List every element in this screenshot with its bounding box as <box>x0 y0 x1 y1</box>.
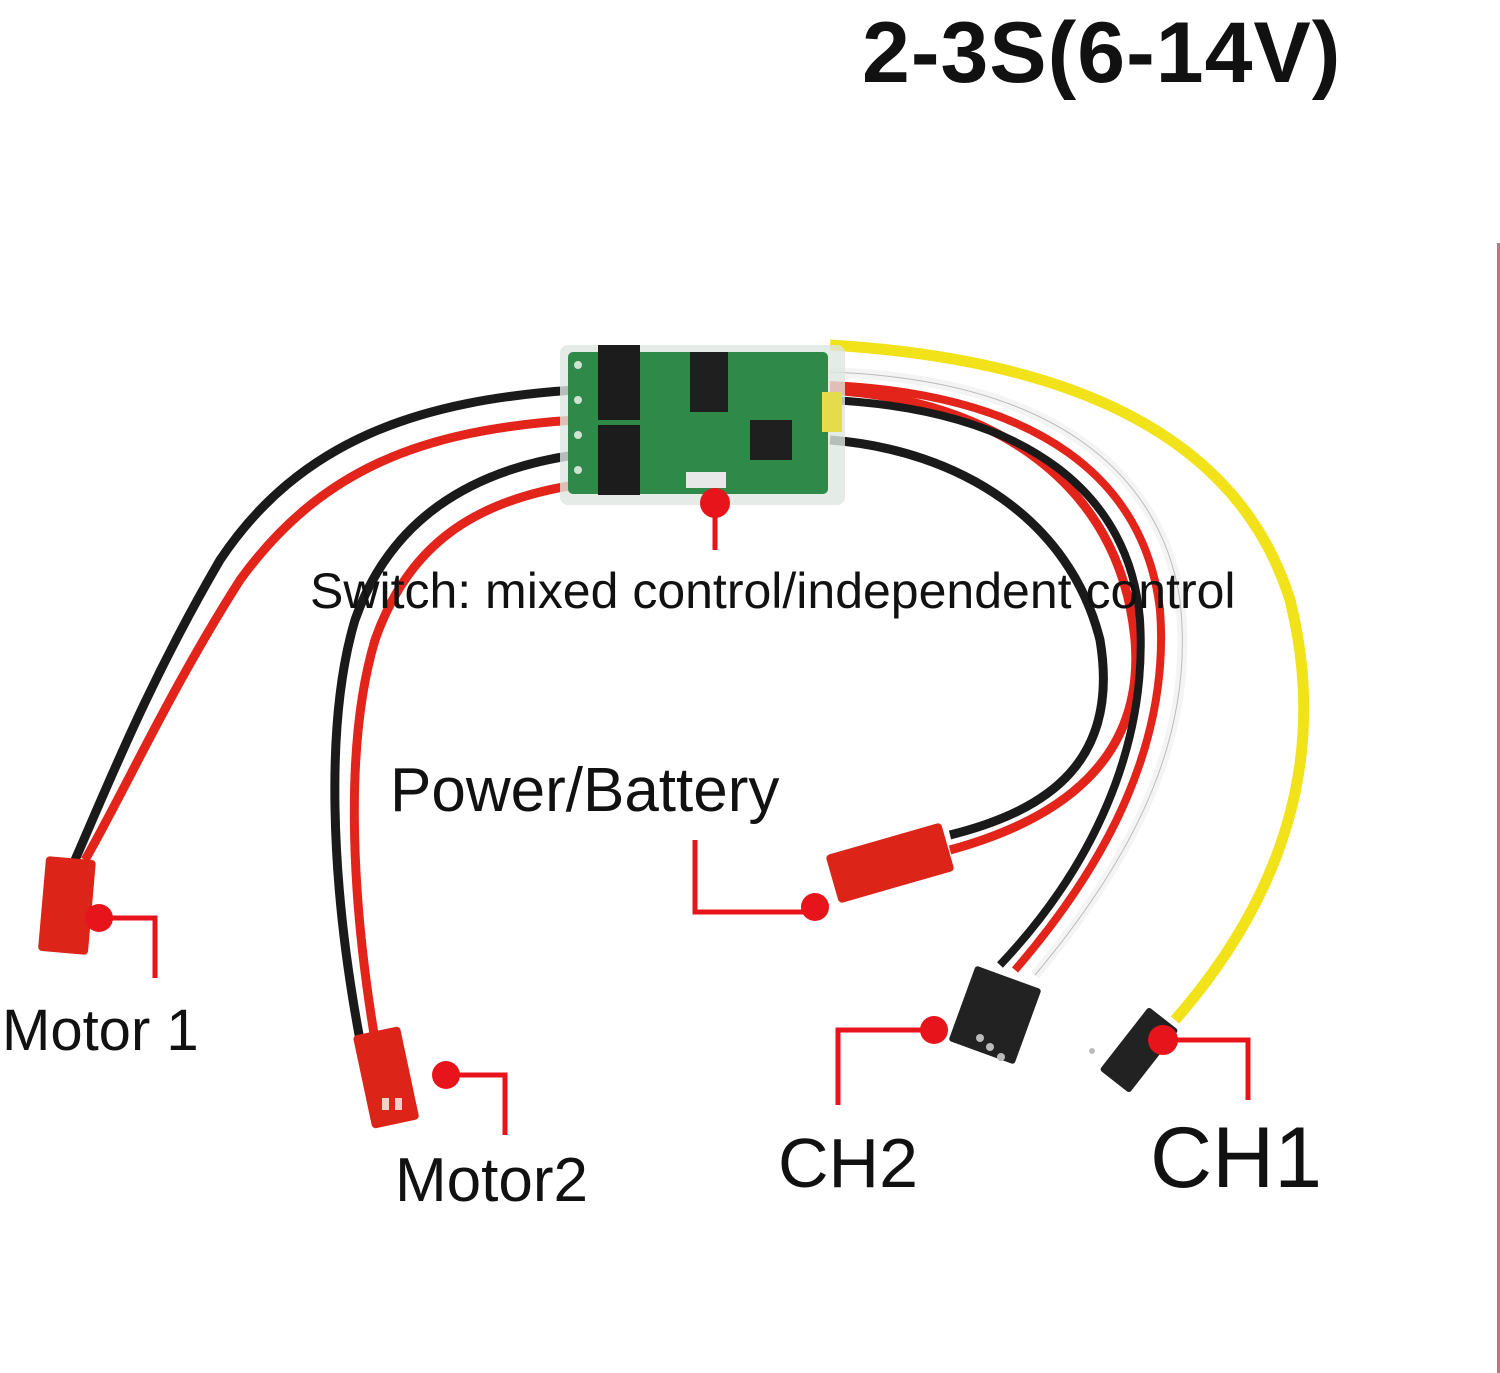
ch2-callout-line <box>835 1027 932 1105</box>
switch-callout-dot <box>700 488 730 518</box>
mosfet-2 <box>598 425 640 495</box>
slide-switch <box>686 472 726 488</box>
motor2-callout-line <box>446 1072 508 1135</box>
motor2-connector <box>353 1026 419 1129</box>
ch2-callout-dot <box>920 1016 948 1044</box>
ch1-callout-line <box>1163 1037 1251 1100</box>
esc-board <box>560 345 845 505</box>
power-callout-line <box>692 840 815 915</box>
right-edge-divider <box>1497 243 1500 1373</box>
ic-chip <box>690 352 728 412</box>
ch2-wires <box>829 367 1188 979</box>
regulator <box>750 420 792 460</box>
motor1-connector <box>38 856 96 955</box>
motor1-callout-line <box>96 915 158 978</box>
power-callout-dot <box>801 893 829 921</box>
power-battery-label: Power/Battery <box>390 756 780 825</box>
motor1-wires <box>70 385 576 863</box>
power-connector <box>826 823 954 903</box>
motor2-wires <box>330 450 576 1041</box>
motor2-callout-dot <box>432 1061 460 1089</box>
ch1-wire <box>829 339 1310 1024</box>
inductor <box>822 392 842 432</box>
ch2-servo-connector <box>949 966 1041 1064</box>
ch1-callout-dot <box>1148 1025 1178 1055</box>
motor1-label: Motor 1 <box>2 998 199 1063</box>
voltage-title: 2-3S(6-14V) <box>862 5 1342 101</box>
mosfet-1 <box>598 345 640 420</box>
ch1-label: CH1 <box>1150 1110 1323 1206</box>
power-wires <box>829 385 1141 855</box>
motor1-callout-dot <box>85 904 113 932</box>
ch2-label: CH2 <box>778 1124 919 1202</box>
motor2-label: Motor2 <box>395 1146 588 1215</box>
switch-label: Switch: mixed control/independent contro… <box>310 563 1236 619</box>
